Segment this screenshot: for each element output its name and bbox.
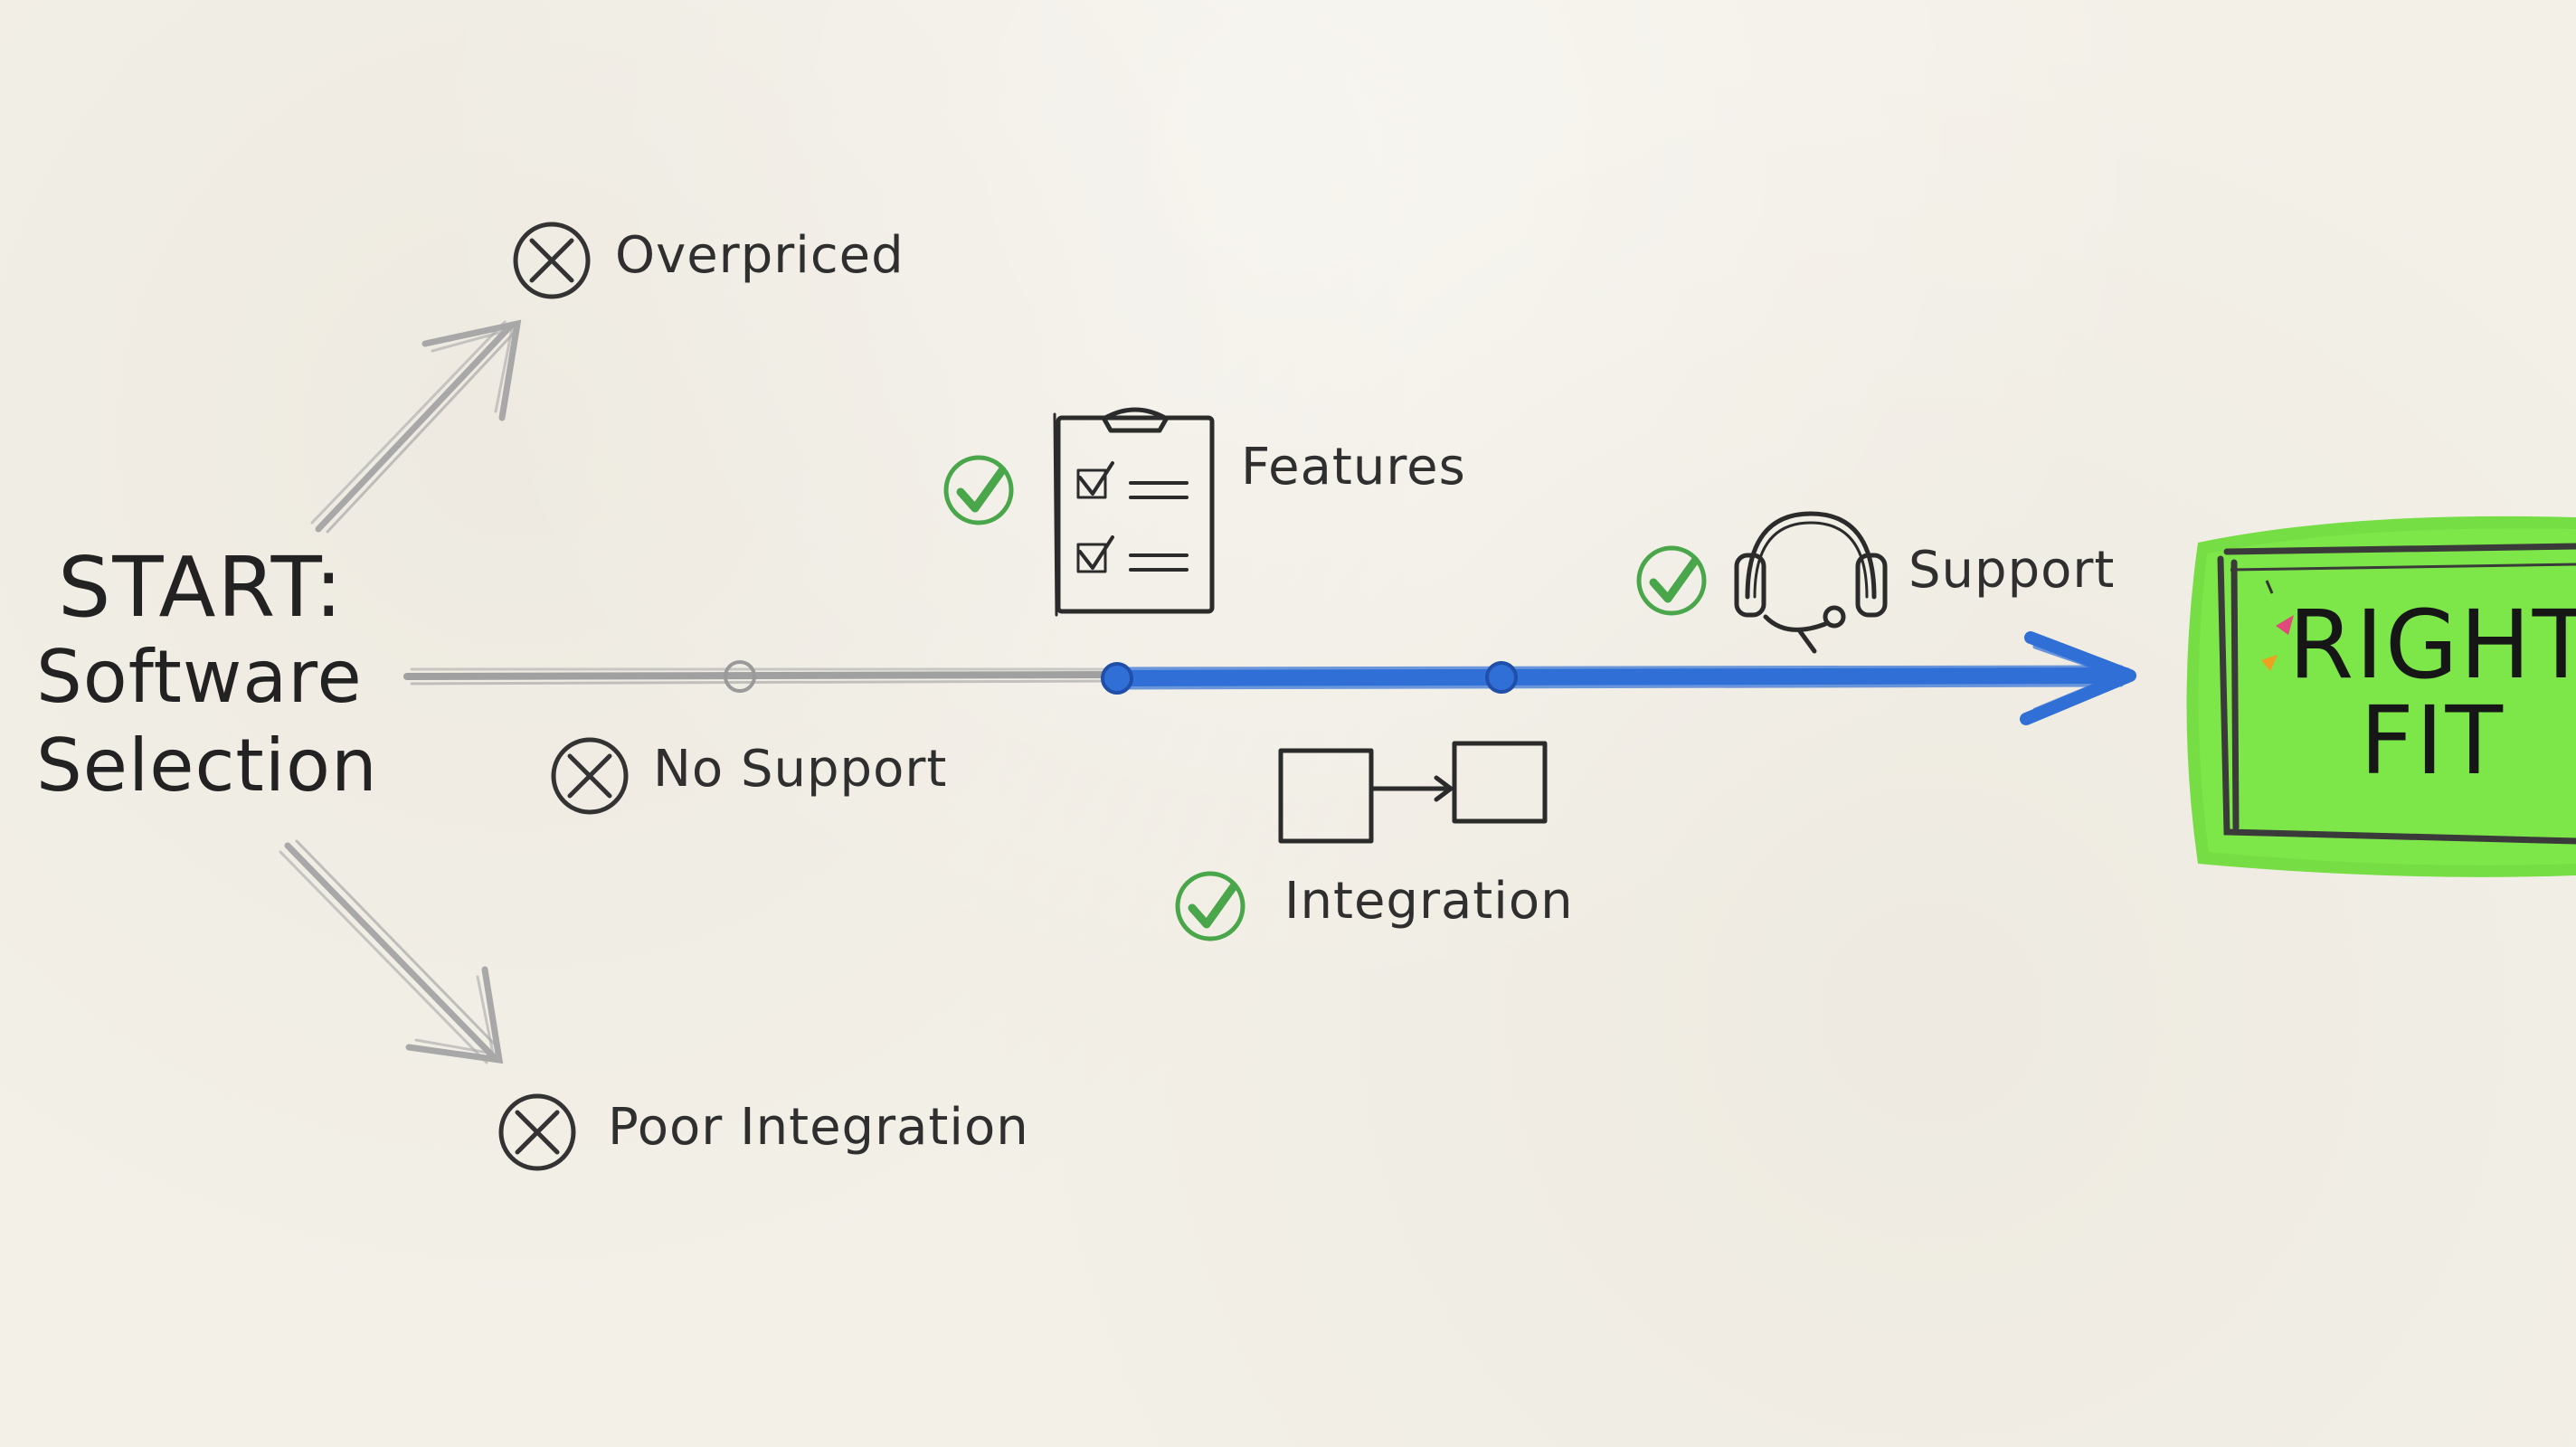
rejected-label-overpriced: Overpriced <box>615 226 904 285</box>
gray-path-node <box>724 660 756 693</box>
start-label-line1: START: <box>58 539 345 636</box>
criteria-label-features: Features <box>1241 438 1466 497</box>
start-label: START: Software Selection <box>36 543 398 810</box>
blue-path-segment <box>1104 631 2136 725</box>
arrow-down-to-poor-integration <box>279 839 504 1064</box>
check-circle-icon-integration <box>1175 871 1245 941</box>
goal-label-line2: FIT <box>2359 686 2505 796</box>
rejected-label-poor-integration: Poor Integration <box>608 1098 1029 1157</box>
check-circle-icon-support <box>1636 545 1707 616</box>
start-label-line2: Software <box>36 635 363 719</box>
x-circle-icon-poor-integration <box>498 1093 576 1171</box>
x-circle-icon-overpriced <box>513 222 591 299</box>
rejected-label-no-support: No Support <box>653 740 948 799</box>
blue-path-node-start <box>1101 662 1133 695</box>
x-circle-icon-no-support <box>551 737 629 815</box>
goal-label-line1: RIGHT <box>2288 590 2576 700</box>
goal-label: RIGHT FIT <box>2288 597 2576 789</box>
arrow-up-to-overpriced <box>310 319 522 534</box>
headset-icon <box>1734 511 1888 654</box>
blue-path-node-mid <box>1485 661 1518 694</box>
clipboard-checklist-icon <box>1053 407 1215 617</box>
check-circle-icon-features <box>943 455 1014 525</box>
gray-path-segment <box>403 667 1116 686</box>
connected-boxes-icon <box>1278 741 1548 844</box>
goal-box-shape <box>2186 515 2576 877</box>
criteria-label-support: Support <box>1908 541 2116 600</box>
start-label-line3: Selection <box>36 724 378 808</box>
criteria-label-integration: Integration <box>1284 872 1574 931</box>
